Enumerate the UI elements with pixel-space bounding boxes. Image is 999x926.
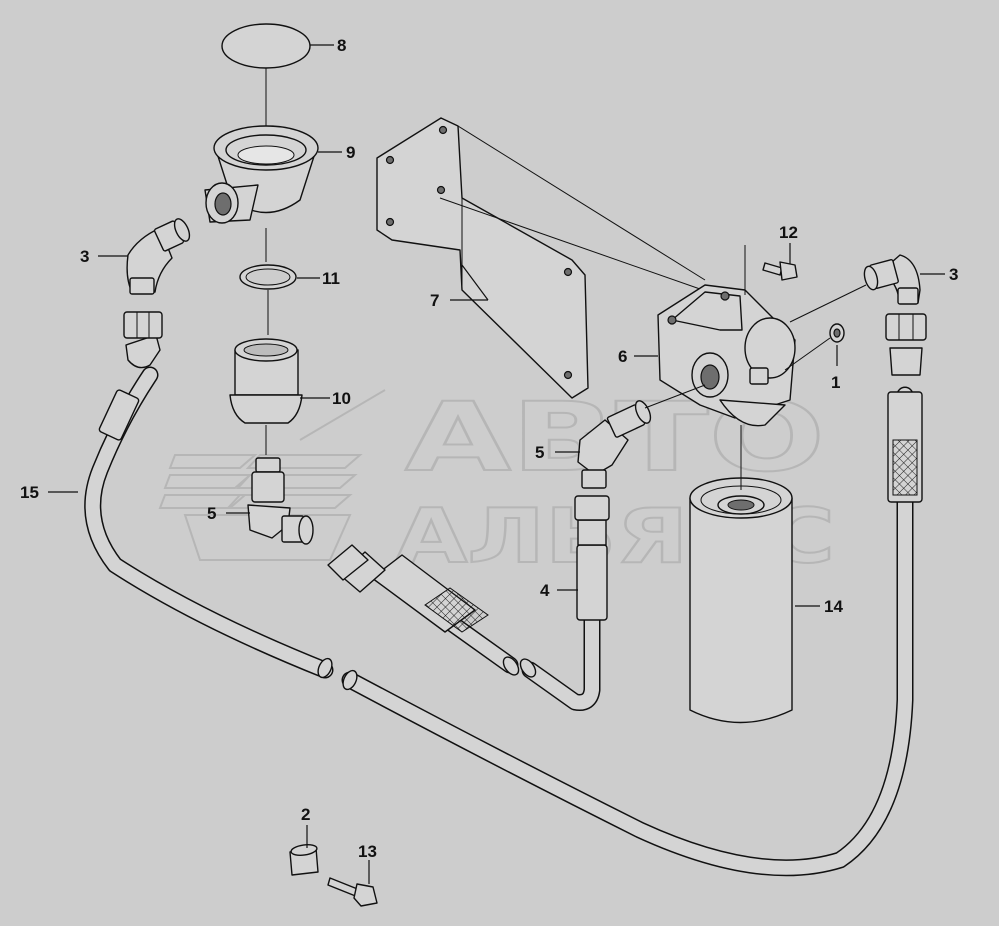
part-5-elbow-left — [247, 457, 314, 545]
callout-14: 14 — [824, 597, 843, 616]
callout-leaders — [48, 44, 945, 884]
part-7-bracket — [376, 117, 721, 399]
part-6-filter-head — [657, 245, 796, 427]
callout-5-middle: 5 — [535, 443, 544, 462]
part-15-hose — [84, 311, 334, 679]
callout-3-right: 3 — [949, 265, 958, 284]
callout-12: 12 — [779, 223, 798, 242]
callout-7: 7 — [430, 291, 439, 310]
part-14-filter — [689, 425, 793, 724]
callout-2: 2 — [301, 805, 310, 824]
callout-15: 15 — [20, 483, 39, 502]
part-hose-long — [341, 313, 927, 877]
callout-8: 8 — [337, 36, 346, 55]
part-3-fitting-left — [126, 218, 191, 295]
part-1-plug — [784, 323, 845, 371]
callout-9: 9 — [346, 143, 355, 162]
callout-3-left: 3 — [80, 247, 89, 266]
part-12-bolt — [762, 261, 798, 281]
part-8-gasket — [221, 23, 311, 150]
part-9-housing — [204, 125, 319, 262]
part-hose-middle — [327, 544, 520, 676]
callouts: 8 9 11 10 3 5 7 6 15 5 4 12 1 3 14 2 13 — [20, 36, 958, 861]
part-3-fitting-right — [789, 254, 921, 323]
watermark-logo-icon — [158, 389, 386, 561]
callout-11: 11 — [322, 269, 340, 288]
part-10-adapter — [229, 338, 303, 455]
part-5-elbow-middle — [577, 384, 706, 489]
part-4-hose — [519, 495, 610, 711]
callout-10: 10 — [332, 389, 351, 408]
callout-4: 4 — [540, 581, 550, 600]
callout-13: 13 — [358, 842, 377, 861]
callout-5-left: 5 — [207, 504, 216, 523]
callout-1: 1 — [831, 373, 840, 392]
part-13-bolt — [327, 877, 378, 907]
callout-6: 6 — [618, 347, 627, 366]
part-2-sleeve — [289, 844, 319, 876]
part-11-o-ring — [239, 264, 297, 335]
